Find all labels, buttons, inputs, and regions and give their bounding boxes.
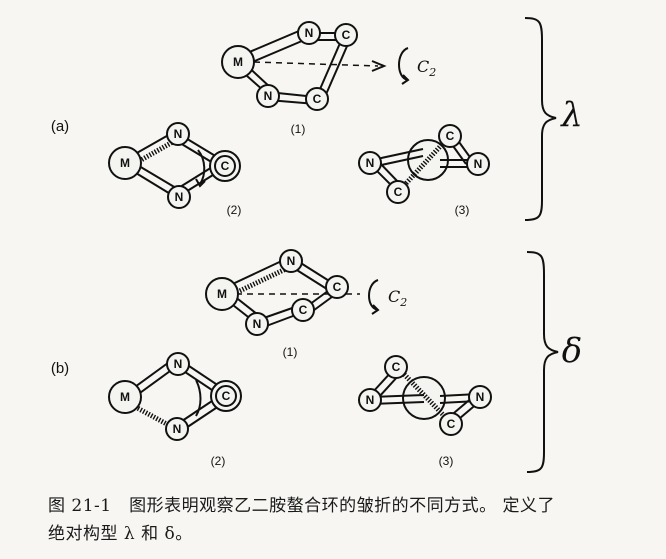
rotation-arrow-icon [368,279,379,311]
atom-m-label: M [120,156,130,170]
atom-m [108,380,142,414]
atom-c-label: C [342,28,351,42]
atom-n-label: N [253,317,262,331]
atom-n-label: N [287,254,296,268]
structure-b1: M N C N C C2 (1) [205,249,407,359]
atom-c-label: C [446,129,455,143]
atom-c-label: C [447,417,456,431]
structure-number: (3) [439,454,454,468]
atom-n [297,21,321,45]
structure-number: (1) [283,345,298,359]
atom-n-label: N [175,190,184,204]
atom-n [468,385,492,409]
atom-n-label: N [305,26,314,40]
atom-c-label: C [394,185,403,199]
atom-n [256,84,280,108]
atom-n-label: N [174,357,183,371]
atom-m-label: M [217,287,227,301]
atom-n [167,185,191,209]
atom-n [166,122,190,146]
structure-b2: M N N C (2) [108,352,242,468]
atom-n [358,388,382,412]
atom-m [108,146,142,180]
atom-m [205,277,239,311]
structure-a2: M N N C (2) [108,122,242,217]
atom-c-label: C [222,389,231,403]
atom-c [384,355,408,379]
atom-n-label: N [264,89,273,103]
atom-c-label: C [333,280,342,294]
atom-m [221,45,255,79]
atom-c [291,298,315,322]
structure-b3: C N N C (3) [358,355,492,468]
figure-caption: 图 21-1 图形表明观察乙二胺螯合环的皱折的不同方式。 定义了 绝对构型 λ … [48,492,648,548]
structure-number: (2) [227,203,242,217]
config-delta: δ [562,331,582,371]
part-b-label: (b) [51,360,69,377]
atom-n-label: N [366,393,375,407]
part-a-label: (a) [51,118,69,135]
atom-n-label: N [173,422,182,436]
atom-n [165,417,189,441]
caption-line-2: 绝对构型 λ 和 δ。 [48,524,193,544]
atom-n-label: N [476,390,485,404]
atom-c-label: C [221,159,230,173]
structure-a3: N C N C (3) [358,124,490,217]
atom-c-label: C [392,360,401,374]
part-b: (b) M N C N C C2 (1) [51,249,582,473]
atom-m-label: M [233,55,243,69]
structure-number: (2) [211,454,226,468]
atom-c [439,412,463,436]
brace-delta [526,251,559,473]
atom-n-label: N [174,127,183,141]
brace-lambda [524,17,557,221]
rotation-arrow-icon [398,47,409,81]
atom-n [279,249,303,273]
atom-c [325,275,349,299]
atom-c-label: C [299,303,308,317]
atom-c [386,180,410,204]
part-a: (a) M N C N C [51,17,583,221]
atom-n-label: N [474,157,483,171]
c2-axis-label: C2 [417,57,436,79]
atom-n-label: N [366,156,375,170]
atom-n [466,152,490,176]
atom-c [305,87,329,111]
caption-line-1: 图 21-1 图形表明观察乙二胺螯合环的皱折的不同方式。 定义了 [48,496,555,516]
atom-n [245,312,269,336]
atom-m-label: M [120,390,130,404]
structure-number: (1) [291,122,306,136]
c2-axis-label: C2 [388,287,407,309]
structure-a1: M N C N C C2 (1) [221,21,436,136]
atom-n [166,352,190,376]
config-lambda: λ [559,95,583,135]
atom-n [358,151,382,175]
atom-c [438,124,462,148]
atom-c [334,23,358,47]
atom-c-label: C [313,92,322,106]
structure-number: (3) [455,203,470,217]
